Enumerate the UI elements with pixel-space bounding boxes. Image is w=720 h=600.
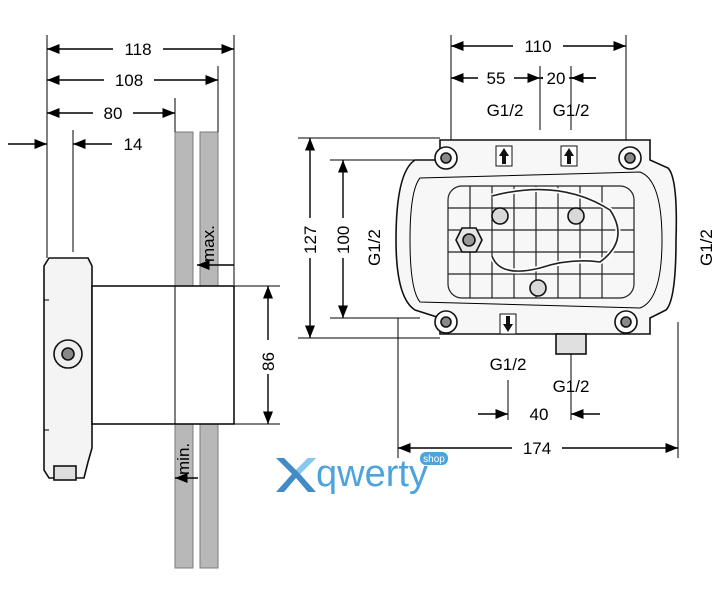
port-bottom-right-label: G1/2 [553, 377, 590, 396]
flow-arrow-top-right-icon [560, 145, 578, 167]
qwerty-shop-watermark: qwerty shop [276, 452, 448, 495]
dim-label-127: 127 [301, 226, 320, 254]
label-max: max. [199, 225, 218, 262]
flow-arrow-bottom-icon [499, 313, 517, 335]
dim-label-20: 20 [547, 69, 566, 88]
side-view: 118 108 80 14 max. min. 86 [8, 35, 280, 569]
dim-label-174: 174 [523, 439, 551, 458]
bottom-outlet-fitting [555, 333, 587, 355]
dim-label-55: 55 [487, 69, 506, 88]
housing-inner-outline [409, 171, 663, 309]
dim-label-100: 100 [334, 226, 353, 254]
dim-label-14: 14 [124, 135, 143, 154]
dim-label-108: 108 [115, 71, 143, 90]
shop-badge-label: shop [423, 454, 445, 465]
port-bottom-left-label: G1/2 [490, 355, 527, 374]
front-view: 110 55 20 G1/2 G1/2 127 100 G1/2 G1/2 [298, 35, 716, 459]
valve-cover-side [91, 285, 235, 425]
port-right-label: G1/2 [697, 229, 716, 266]
side-bottom-fitting [53, 465, 77, 481]
port-top-left-label: G1/2 [487, 101, 524, 120]
dim-label-118: 118 [124, 40, 151, 59]
brand-x-logo-icon [276, 458, 316, 492]
port-left-label: G1/2 [365, 229, 384, 266]
brand-name: qwerty [316, 453, 428, 495]
shop-badge [420, 452, 448, 465]
dim-label-86: 86 [259, 352, 278, 371]
screw-upper-right [567, 207, 585, 225]
port-top-right-label: G1/2 [553, 101, 590, 120]
label-min: min. [174, 443, 193, 475]
dim-label-40: 40 [530, 405, 549, 424]
internal-grid [447, 185, 635, 299]
screw-upper-left [491, 207, 509, 225]
flow-arrow-top-left-icon [495, 145, 513, 167]
dim-label-110: 110 [524, 37, 551, 56]
screw-bottom [529, 279, 547, 297]
dim-label-80: 80 [104, 104, 123, 123]
side-port-inner [61, 347, 75, 361]
